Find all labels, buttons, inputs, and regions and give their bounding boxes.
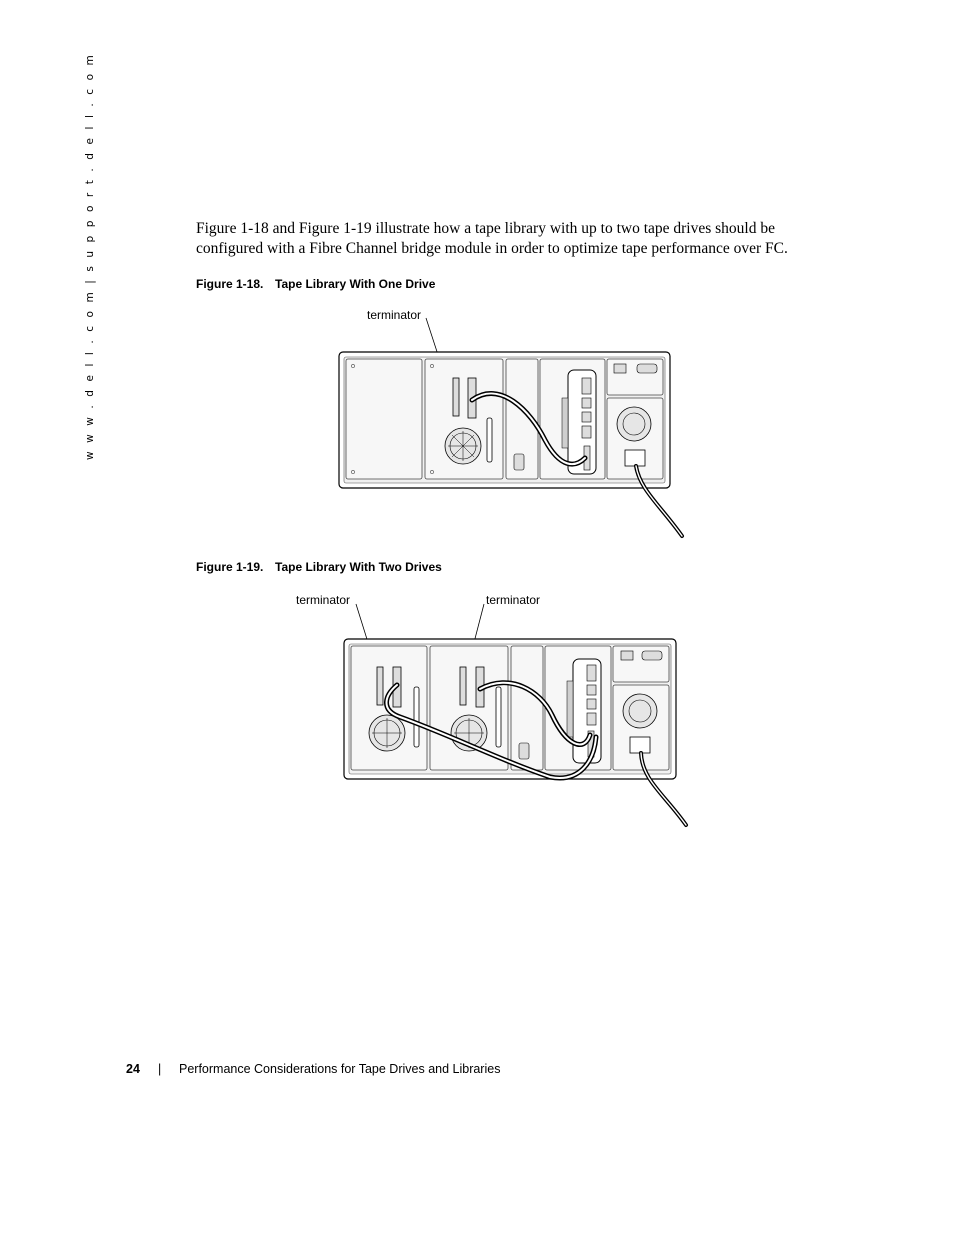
serial-port [518, 742, 530, 760]
power-connector [624, 449, 646, 467]
intro-paragraph: Figure 1-18 and Figure 1-19 illustrate h… [196, 220, 788, 257]
power-connector [629, 736, 651, 754]
psu-fan-icon [616, 406, 652, 442]
sidebar-url: w w w . d e l l . c o m | s u p p o r t … [84, 52, 96, 460]
tape-library-two-drives-illustration: terminator terminator [296, 593, 688, 827]
figure-title: Tape Library With Two Drives [275, 560, 442, 574]
figure-number: Figure 1-18. [196, 277, 264, 291]
terminator-callout-label: terminator [367, 308, 421, 322]
terminator-callout-label: terminator [296, 593, 350, 607]
figure-title: Tape Library With One Drive [275, 277, 436, 291]
terminator-port [459, 666, 467, 706]
terminator-callout-label: terminator [486, 593, 540, 607]
serial-port [513, 453, 525, 471]
tape-library-one-drive-illustration: terminator [338, 308, 684, 538]
serial-connector [636, 363, 658, 374]
drive-handle [495, 686, 502, 748]
narrow-panel [505, 358, 539, 480]
terminator-port [452, 377, 460, 417]
tape-drive-bay [424, 358, 504, 480]
figure-caption-1-19: Figure 1-19. Tape Library With Two Drives [196, 560, 442, 574]
psu-fan-icon [622, 693, 658, 729]
page-number: 24 [126, 1062, 140, 1076]
ethernet-port [620, 650, 634, 661]
ethernet-port [613, 363, 627, 374]
footer-separator: | [158, 1062, 162, 1076]
terminator-port [376, 666, 384, 706]
drive-handle [413, 686, 420, 748]
figure-caption-1-18: Figure 1-18. Tape Library With One Drive [196, 277, 435, 291]
serial-connector [641, 650, 663, 661]
drive-handle [486, 417, 493, 463]
figure-number: Figure 1-19. [196, 560, 264, 574]
footer-chapter-title: Performance Considerations for Tape Driv… [179, 1062, 501, 1076]
blank-panel [345, 358, 423, 480]
